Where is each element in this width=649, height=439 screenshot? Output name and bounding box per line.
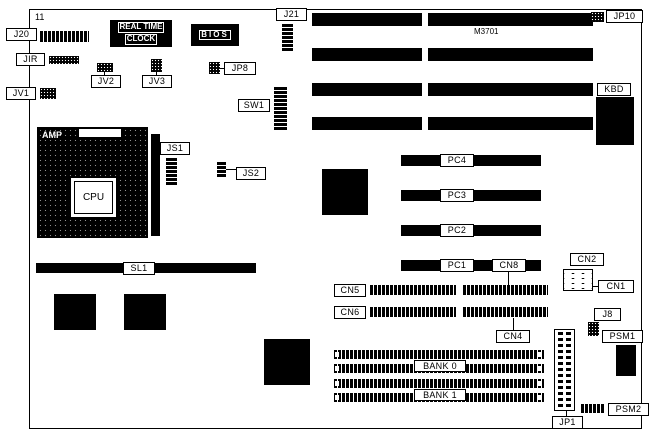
callout-sl1: SL1 (123, 262, 155, 275)
callout-pc4: PC4 (440, 154, 474, 167)
j8-connector (588, 322, 599, 336)
js2-connector (217, 162, 226, 178)
callout-cn1: CN1 (598, 280, 634, 293)
callout-pc2: PC2 (440, 224, 474, 237)
cpu-chip-label: CPU (70, 177, 117, 218)
callout-pc1: PC1 (440, 259, 474, 272)
callout-psm1: PSM1 (602, 330, 643, 343)
figure-ref-label: 11 (34, 12, 46, 22)
jv2-connector (97, 63, 113, 72)
bios-chip-label: BIOS (199, 29, 231, 41)
callout-j21: J21 (276, 8, 307, 21)
rtc-chip: REAL TIME CLOCK (110, 20, 172, 47)
chip-square (54, 294, 96, 330)
callout-jp1: JP1 (552, 416, 583, 429)
callout-cn5: CN5 (334, 284, 366, 297)
callout-cn4: CN4 (496, 330, 530, 343)
jir-connector (49, 56, 79, 64)
chip-square (322, 169, 368, 215)
jp1-connector (554, 329, 575, 411)
isa-slot (312, 117, 422, 130)
chip-square (124, 294, 166, 330)
isa-slot (312, 48, 422, 61)
cn4-connector (462, 307, 548, 317)
cn4-leader-line (513, 318, 514, 330)
socket-sticker (79, 129, 121, 137)
jv3-connector (151, 59, 162, 72)
psm2-connector (580, 404, 604, 413)
isa-slot (428, 13, 593, 26)
keyboard-connector (596, 97, 634, 145)
sw1-dip-switch (274, 87, 287, 131)
callout-jp8: JP8 (224, 62, 256, 75)
ps2-mouse-connector (616, 345, 636, 376)
simm-slot (333, 379, 544, 388)
cn8-connector (462, 285, 548, 295)
cn5-connector (369, 285, 456, 295)
callout-cn6: CN6 (334, 306, 366, 319)
js2-leader-line (226, 169, 236, 170)
isa-slot (312, 83, 422, 96)
cpu-socket: AMP CPU (37, 127, 148, 238)
callout-jir: JIR (16, 53, 45, 66)
jp8-leader-line (220, 68, 224, 69)
chip-square (264, 339, 310, 385)
callout-psm2: PSM2 (608, 403, 649, 416)
jp1-leader-line (566, 411, 567, 417)
jp8-connector (209, 62, 220, 74)
isa-slot (428, 48, 593, 61)
callout-sw1: SW1 (238, 99, 270, 112)
callout-jv2: JV2 (91, 75, 121, 88)
jv2-leader-line (104, 72, 105, 75)
socket-side-bar (151, 134, 160, 236)
bank0-label: BANK 0 (414, 360, 466, 372)
js1-connector (166, 157, 177, 186)
j20-connector (39, 31, 89, 42)
callout-js2: JS2 (236, 167, 266, 180)
callout-cn2: CN2 (570, 253, 604, 266)
callout-cn8: CN8 (492, 259, 526, 272)
cn8-leader-line (508, 272, 509, 285)
callout-pc3: PC3 (440, 189, 474, 202)
rtc-chip-label-line1: REAL TIME (117, 22, 165, 33)
amp-socket-label: AMP (42, 130, 62, 140)
rtc-chip-label-line2: CLOCK (124, 34, 158, 45)
jp10-connector (591, 12, 604, 22)
callout-jp10: JP10 (606, 10, 643, 23)
jv3-leader-line (156, 72, 157, 75)
callout-jv3: JV3 (142, 75, 172, 88)
isa-slot (312, 13, 422, 26)
cn1-leader-line (593, 286, 598, 287)
isa-slot (428, 117, 593, 130)
j21-connector (282, 24, 293, 52)
chip-marking-label: M3701 (474, 27, 499, 36)
callout-j20: J20 (6, 28, 37, 41)
board-outline (29, 9, 642, 429)
bank1-label: BANK 1 (414, 389, 466, 401)
bios-chip: BIOS (191, 24, 239, 46)
callout-js1: JS1 (160, 142, 190, 155)
jv1-connector (40, 88, 56, 99)
cn6-connector (369, 307, 456, 317)
callout-kbd: KBD (597, 83, 631, 96)
callout-j8: J8 (594, 308, 621, 321)
isa-slot (428, 83, 593, 96)
callout-jv1: JV1 (6, 87, 36, 100)
simm-slot (333, 350, 544, 359)
cn1-cn2-pin-header (563, 269, 593, 291)
